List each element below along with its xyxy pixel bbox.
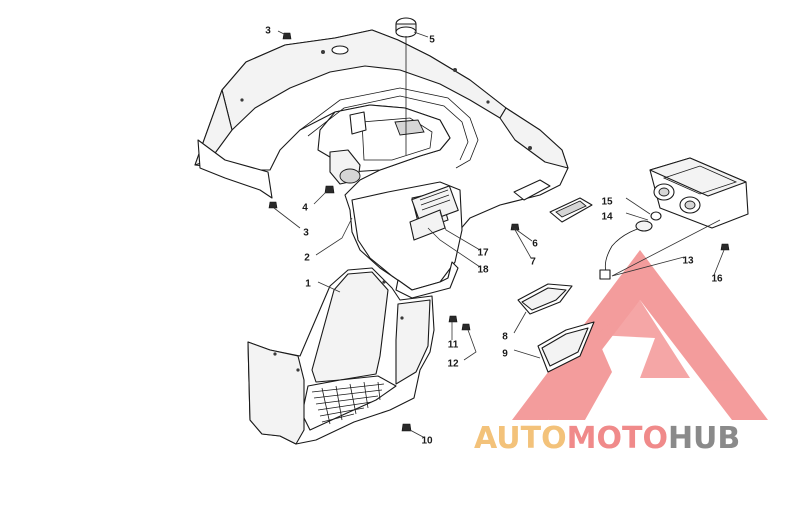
callout-c16: 16 — [711, 274, 723, 285]
callout-c12: 12 — [447, 359, 459, 370]
callout-c7: 7 — [530, 257, 536, 268]
leader-line-c13 — [611, 219, 721, 277]
callout-c1: 1 — [305, 279, 311, 290]
rear-fender — [194, 29, 569, 299]
leader-line-c4 — [313, 189, 329, 205]
splash-plates — [517, 283, 595, 373]
watermark-text: AUTOMOTOHUB — [474, 421, 740, 456]
footwell-panel — [247, 267, 435, 445]
watermark-hub: HUB — [668, 421, 740, 456]
center-bracket — [329, 111, 367, 185]
watermark-wordmark: AUTOMOTOHUB — [474, 421, 740, 456]
leader-line-c17 — [439, 211, 481, 251]
tail-light-assembly — [599, 157, 749, 280]
leader-line-c14 — [625, 212, 649, 221]
leader-line-c3b — [273, 207, 301, 229]
watermark-moto: MOTO — [567, 421, 668, 456]
leader-line-c7 — [513, 227, 532, 259]
callout-c14: 14 — [601, 212, 613, 223]
leader-line-c2 — [315, 217, 353, 256]
leader-line-c10 — [409, 429, 426, 439]
callout-c17: 17 — [477, 248, 489, 259]
watermark-triangle-inner — [596, 300, 690, 378]
callout-c6: 6 — [532, 239, 538, 250]
watermark-logo — [512, 250, 768, 420]
reflector — [513, 179, 593, 223]
leader-line-c1 — [317, 281, 341, 293]
callout-c5: 5 — [429, 35, 435, 46]
callout-c11: 11 — [448, 340, 459, 351]
leader-line-c15 — [625, 197, 651, 215]
leader-line-c8 — [513, 311, 527, 334]
leader-line-c3a — [277, 30, 287, 36]
callout-c2: 2 — [304, 253, 310, 264]
callout-c3a: 3 — [265, 26, 271, 37]
step-tread-grid — [311, 381, 385, 425]
callout-c13: 13 — [682, 256, 694, 267]
leader-line-c6 — [513, 227, 533, 242]
callout-leader-lines — [273, 30, 725, 439]
watermark-auto: AUTO — [474, 421, 567, 456]
leader-line-c9 — [513, 349, 541, 359]
callout-c8: 8 — [502, 332, 508, 343]
leader-line-c5 — [413, 31, 429, 38]
callout-c15: 15 — [601, 197, 613, 208]
callout-c9: 9 — [502, 349, 508, 360]
callout-c18: 18 — [477, 265, 489, 276]
callout-c4: 4 — [302, 203, 308, 214]
callout-c10: 10 — [421, 436, 433, 447]
callout-c3b: 3 — [303, 228, 309, 239]
leader-line-c18 — [427, 227, 481, 268]
fuel-cap — [395, 17, 417, 155]
leader-line-c16 — [713, 249, 725, 276]
leader-line-c12 — [463, 329, 477, 361]
